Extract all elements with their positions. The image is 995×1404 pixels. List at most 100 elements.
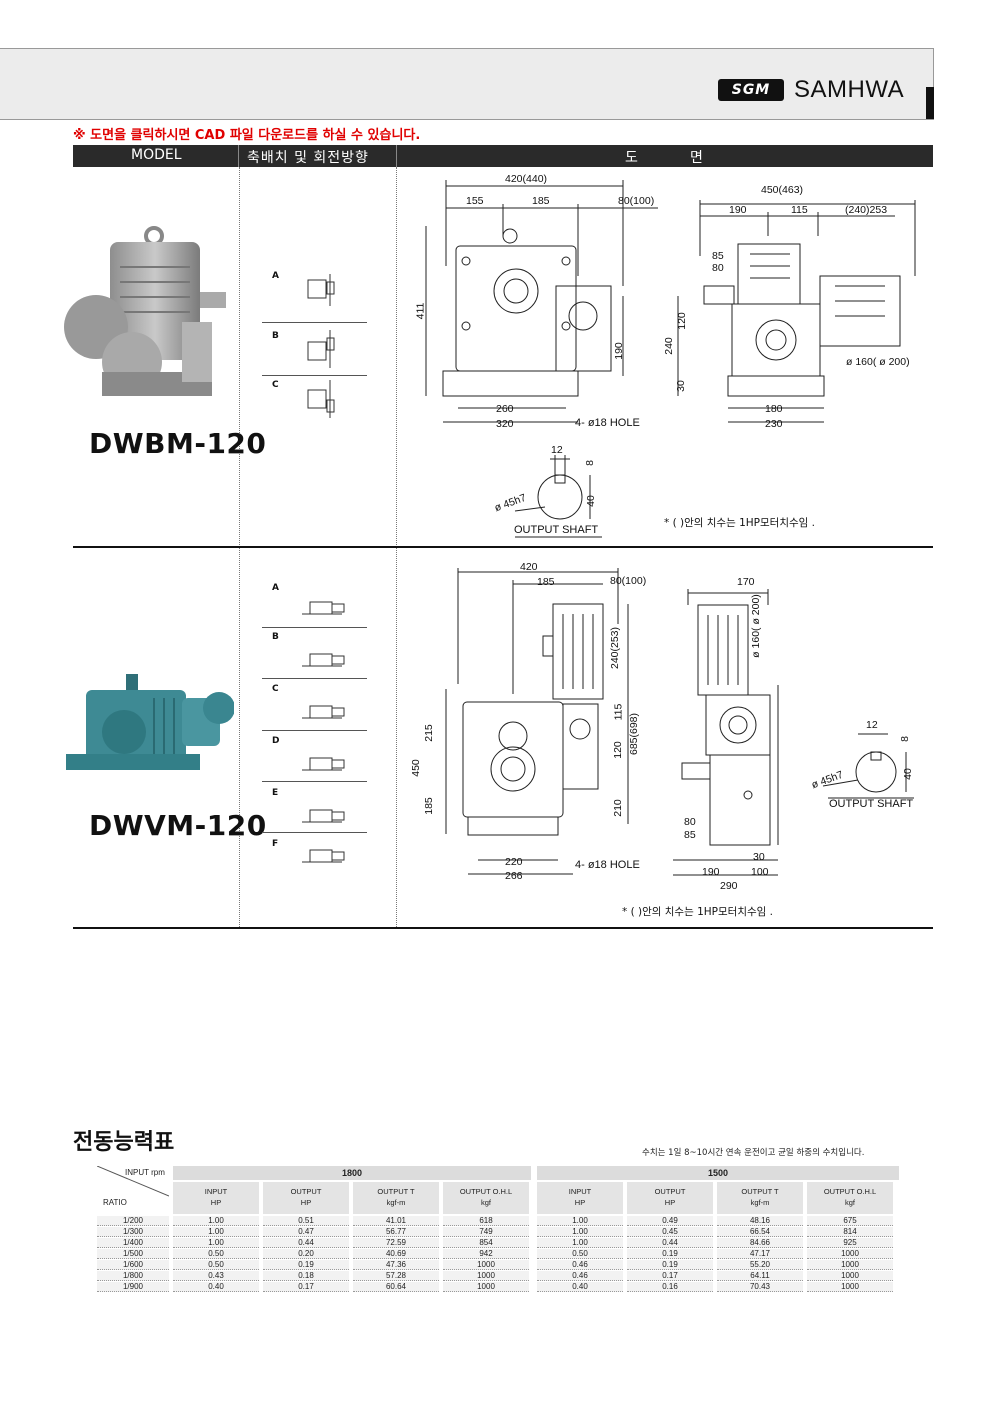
ratio-cell: 1/900 (97, 1282, 169, 1292)
value-cell: 1000 (807, 1282, 893, 1292)
value-cell: 84.66 (717, 1238, 803, 1248)
dim: 4- ø18 HOLE (575, 859, 640, 871)
column-header-unit: HP (210, 1198, 222, 1207)
direction-label: E (272, 788, 279, 798)
dim: ø 160( ø 200) (749, 594, 762, 658)
value-cell: 618 (443, 1216, 529, 1226)
value-cell: 814 (807, 1227, 893, 1237)
dim: 230 (765, 418, 783, 430)
ratio-cell: 1/400 (97, 1238, 169, 1248)
brand-logo: SGM SAMHWA (718, 76, 904, 104)
dim: 420 (520, 561, 538, 573)
value-cell: 47.17 (717, 1249, 803, 1259)
value-cell: 1.00 (173, 1216, 259, 1226)
value-cell: 1000 (443, 1271, 529, 1281)
dim: 85 (712, 250, 724, 262)
dim: ø 160( ø 200) (846, 356, 910, 368)
value-cell: 40.69 (353, 1249, 439, 1259)
row-separator (73, 546, 933, 548)
dim: 260 (496, 403, 514, 415)
column-header-unit: kgf-m (750, 1198, 770, 1207)
dim: 30 (753, 851, 765, 863)
value-cell: 70.43 (717, 1282, 803, 1292)
value-cell: 0.47 (263, 1227, 349, 1237)
dimension-note: * ( )안의 치수는 1HP모터치수임 . (664, 517, 815, 529)
value-cell: 56.77 (353, 1227, 439, 1237)
dimension-note: * ( )안의 치수는 1HP모터치수임 . (622, 906, 773, 918)
value-cell: 48.16 (717, 1216, 803, 1226)
dim: 170 (737, 576, 755, 588)
dim: 120 (611, 741, 624, 759)
direction-divider (262, 375, 367, 376)
direction-divider (262, 322, 367, 323)
dim: 240 (662, 337, 675, 355)
value-cell: 0.43 (173, 1271, 259, 1281)
value-cell: 1000 (443, 1282, 529, 1292)
ratio-cell: 1/300 (97, 1227, 169, 1237)
value-cell: 0.50 (173, 1260, 259, 1270)
ratio-cell: 1/500 (97, 1249, 169, 1259)
rpm-header: 1800 (173, 1166, 531, 1180)
dwbm-120-photo (64, 226, 226, 396)
dim: 215 (422, 724, 435, 742)
value-cell: 942 (443, 1249, 529, 1259)
value-cell: 57.28 (353, 1271, 439, 1281)
dim: 155 (466, 195, 484, 207)
cad-download-notice[interactable]: ※ 도면을 클릭하시면 CAD 파일 다운로드를 하실 수 있습니다. (73, 128, 421, 143)
dim: 8 (898, 736, 911, 742)
dim: 180 (765, 403, 783, 415)
column-header-unit: HP (664, 1198, 676, 1207)
direction-divider (262, 730, 367, 731)
value-cell: 925 (807, 1238, 893, 1248)
value-cell: 1.00 (173, 1227, 259, 1237)
dim: 80 (684, 816, 696, 828)
dim: 40 (901, 768, 914, 780)
dim: 80 (712, 262, 724, 274)
value-cell: 0.45 (627, 1227, 713, 1237)
dim: 115 (612, 703, 625, 721)
column-header-unit: HP (300, 1198, 312, 1207)
column-header-line: OUTPUT (290, 1187, 322, 1196)
corner-ratio: RATIO (103, 1198, 127, 1207)
row-separator (73, 927, 933, 929)
dim: 120 (675, 312, 688, 330)
direction-divider (262, 781, 367, 782)
model-name: DWVM-120 (89, 809, 267, 842)
value-cell: 1000 (443, 1260, 529, 1270)
dim: 450(463) (761, 184, 804, 196)
value-cell: 0.19 (627, 1260, 713, 1270)
value-cell: 0.46 (537, 1260, 623, 1270)
value-cell: 72.59 (353, 1238, 439, 1248)
rpm-header: 1500 (537, 1166, 899, 1180)
dwvm-output-shaft-drawing (822, 733, 914, 799)
col-model: MODEL (131, 147, 182, 163)
column-divider (239, 167, 240, 929)
direction-label: F (272, 839, 279, 849)
model-name: DWBM-120 (89, 427, 267, 460)
direction-label: D (272, 736, 280, 746)
value-cell: 0.17 (627, 1271, 713, 1281)
value-cell: 0.46 (537, 1271, 623, 1281)
value-cell: 60.64 (353, 1282, 439, 1292)
value-cell: 0.40 (537, 1282, 623, 1292)
value-cell: 0.44 (263, 1238, 349, 1248)
dim: 4- ø18 HOLE (575, 417, 640, 429)
brand-name: SAMHWA (794, 76, 905, 103)
dim: 115 (791, 204, 808, 216)
value-cell: 0.20 (263, 1249, 349, 1259)
dwvm-front-drawing (445, 568, 629, 875)
dim: OUTPUT SHAFT (514, 524, 599, 536)
value-cell: 0.49 (627, 1216, 713, 1226)
value-cell: 55.20 (717, 1260, 803, 1270)
corner-input-rpm: INPUT rpm (125, 1168, 165, 1177)
value-cell: 1.00 (173, 1238, 259, 1248)
dim: 12 (866, 719, 878, 731)
shaft-arrangement-icons (307, 274, 335, 418)
dwbm-side-drawing (677, 200, 916, 423)
dim: 185 (537, 576, 555, 588)
